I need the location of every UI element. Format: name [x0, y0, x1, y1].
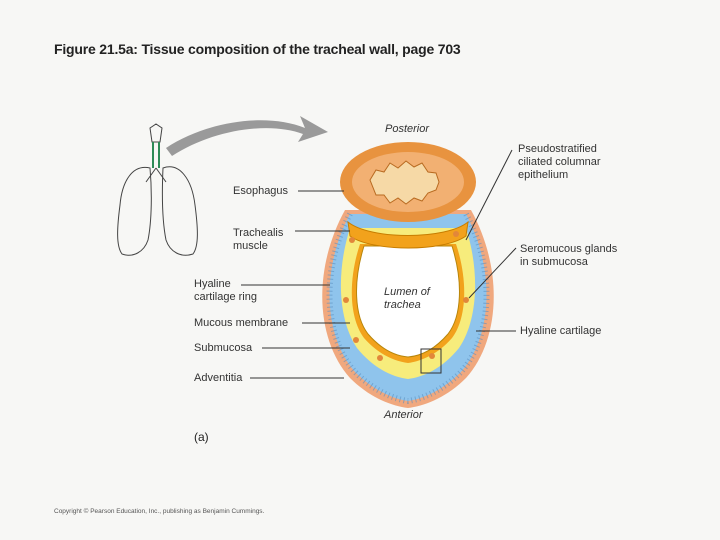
lumen: [356, 245, 460, 358]
small-trachea: [152, 142, 160, 168]
figure-title: Figure 21.5a: Tissue composition of the …: [54, 41, 461, 57]
label-trachealis-1: Trachealis: [233, 227, 284, 239]
esophagus-mucosa: [369, 160, 440, 205]
label-trachealis-2: muscle: [233, 240, 268, 252]
leader-seromucous: [468, 247, 517, 299]
label-lumen-1: Lumen of: [384, 286, 430, 298]
label-posterior: Posterior: [385, 123, 430, 135]
cartilage-hatching: [326, 212, 490, 405]
gland: [353, 337, 359, 343]
gland: [349, 237, 355, 243]
label-submucosa: Submucosa: [194, 342, 253, 354]
label-pseudostratified-2: ciliated columnar: [518, 156, 601, 168]
label-mucous-membrane: Mucous membrane: [194, 317, 289, 329]
bronchi: [145, 167, 167, 183]
left-lung-outline: [117, 166, 152, 256]
larynx-outline: [149, 123, 163, 143]
gland: [453, 231, 459, 237]
label-seromucous-1: Seromucous glands: [520, 243, 618, 255]
gland: [429, 353, 435, 359]
leader-pseudo: [465, 149, 513, 241]
label-lumen-2: trachea: [384, 299, 421, 311]
label-hyaline-ring-1: Hyaline: [194, 278, 231, 290]
highlight-box: [420, 348, 442, 374]
label-pseudostratified-3: epithelium: [518, 169, 569, 181]
leader-lines: [241, 149, 517, 379]
label-adventitia: Adventitia: [194, 372, 243, 384]
label-pseudostratified-1: Pseudostratified: [518, 143, 597, 155]
label-esophagus: Esophagus: [233, 185, 289, 197]
gland: [377, 355, 383, 361]
trachealis-muscle: [347, 220, 469, 249]
label-anterior: Anterior: [384, 409, 423, 421]
lungs-sketch: [117, 123, 198, 256]
label-hyaline-cartilage: Hyaline cartilage: [520, 325, 602, 337]
seromucous-glands: [343, 231, 469, 361]
gland: [463, 297, 469, 303]
curved-arrow: [166, 116, 328, 156]
right-lung-outline: [161, 166, 198, 256]
trachea-cross-section: [322, 142, 494, 408]
panel-letter: (a): [194, 430, 209, 444]
label-hyaline-ring-2: cartilage ring: [194, 291, 257, 303]
label-seromucous-2: in submucosa: [520, 256, 588, 268]
gland: [343, 297, 349, 303]
copyright-footer: Copyright © Pearson Education, Inc., pub…: [54, 508, 265, 515]
